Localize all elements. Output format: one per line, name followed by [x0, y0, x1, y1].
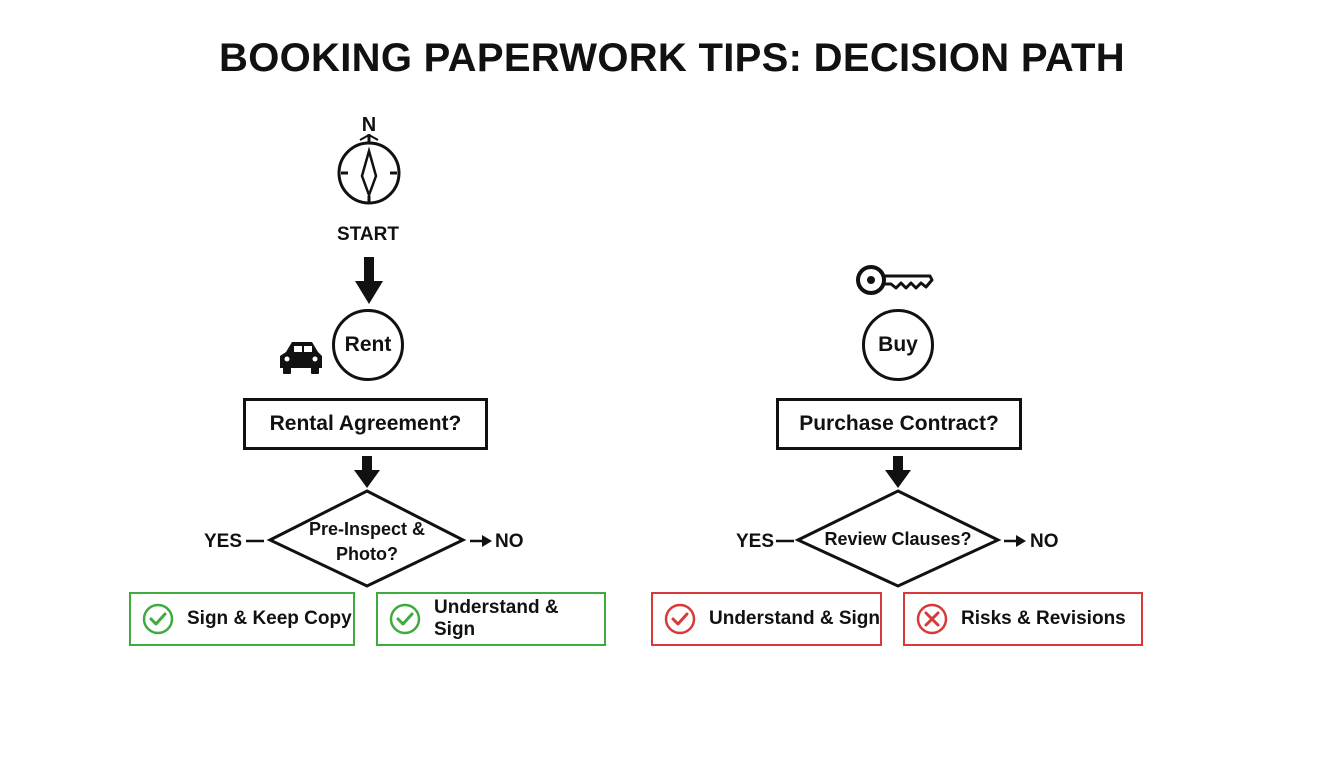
buy-node: Buy: [862, 309, 934, 381]
decision-diamond-buy: [794, 489, 1002, 588]
check-circle-icon: [389, 603, 421, 635]
arrow-rental-to-decision: [354, 456, 380, 488]
outcome-label: Sign & Keep Copy: [187, 608, 352, 629]
compass-north-letter: N: [362, 114, 376, 136]
rent-node: Rent: [332, 309, 404, 381]
start-label: START: [337, 224, 399, 245]
decision-text-buy: Review Clauses?: [824, 529, 972, 549]
yes-label-buy: YES: [736, 531, 775, 552]
outcome-risks-revisions: Risks & Revisions: [903, 592, 1143, 646]
purchase-contract-box: Purchase Contract?: [776, 398, 1022, 450]
car-icon: [280, 342, 322, 374]
no-arrow-buy: [1004, 535, 1026, 547]
no-label-rent: NO: [495, 531, 524, 552]
compass-icon: N: [337, 114, 401, 205]
check-circle-icon: [142, 603, 174, 635]
no-label-buy: NO: [1030, 531, 1059, 552]
no-arrow-rent: [470, 535, 492, 547]
yes-label-rent: YES: [204, 531, 243, 552]
rental-agreement-box: Rental Agreement?: [243, 398, 488, 450]
outcome-label: Understand & Sign: [434, 597, 559, 640]
check-circle-icon: [664, 603, 696, 635]
decision-diamond-rent: [266, 489, 467, 588]
x-circle-icon: [916, 603, 948, 635]
arrow-purchase-to-decision: [885, 456, 911, 488]
outcome-sign-keep-copy: Sign & Keep Copy: [129, 592, 355, 646]
decision-text-rent: Pre-Inspect & Photo?: [308, 519, 426, 564]
diagram-title: BOOKING PAPERWORK TIPS: DECISION PATH: [219, 36, 1125, 80]
outcome-understand-sign-rent: Understand & Sign: [376, 592, 606, 646]
arrow-start-to-rent: [355, 257, 383, 304]
outcome-label: Risks & Revisions: [961, 608, 1126, 629]
outcome-label: Understand & Sign: [709, 608, 881, 629]
outcome-understand-sign-buy: Understand & Sign: [651, 592, 882, 646]
key-icon: [856, 265, 934, 295]
